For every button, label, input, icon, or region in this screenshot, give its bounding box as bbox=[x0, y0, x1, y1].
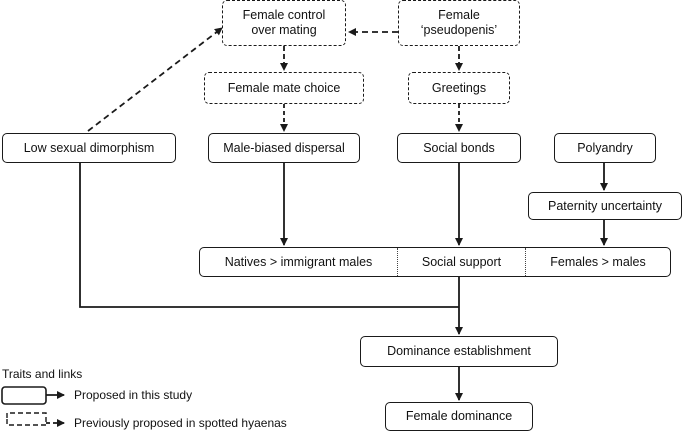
node-female-control: Female control over mating bbox=[222, 0, 346, 46]
node-greetings: Greetings bbox=[408, 72, 510, 104]
link-dimorphism-to-dominance bbox=[79, 163, 459, 308]
social-support-strip: Natives > immigrant males Social support… bbox=[199, 247, 671, 277]
node-female-pseudopenis: Female ‘pseudopenis’ bbox=[398, 0, 520, 46]
node-social-bonds: Social bonds bbox=[397, 133, 521, 163]
legend-dashed-arrow bbox=[6, 412, 47, 426]
legend-solid-box bbox=[1, 386, 47, 405]
legend-proposed-label: Proposed in this study bbox=[74, 388, 193, 402]
node-female-dominance: Female dominance bbox=[385, 402, 533, 431]
node-low-sexual-dimorphism: Low sexual dimorphism bbox=[2, 133, 176, 163]
node-polyandry: Polyandry bbox=[554, 133, 656, 163]
node-male-biased-dispersal: Male-biased dispersal bbox=[208, 133, 360, 163]
legend-previous-label: Previously proposed in spotted hyaenas bbox=[74, 416, 287, 430]
node-paternity-uncertainty: Paternity uncertainty bbox=[528, 192, 682, 220]
legend-title: Traits and links bbox=[2, 367, 83, 381]
node-female-mate-choice: Female mate choice bbox=[204, 72, 364, 104]
cell-natives-vs-immigrants: Natives > immigrant males bbox=[224, 255, 373, 269]
cell-social-support: Social support bbox=[397, 248, 525, 276]
node-dominance-establishment: Dominance establishment bbox=[360, 336, 558, 367]
cell-females-vs-males: Females > males bbox=[525, 248, 670, 276]
link-dimorphism-to-control bbox=[87, 27, 223, 132]
